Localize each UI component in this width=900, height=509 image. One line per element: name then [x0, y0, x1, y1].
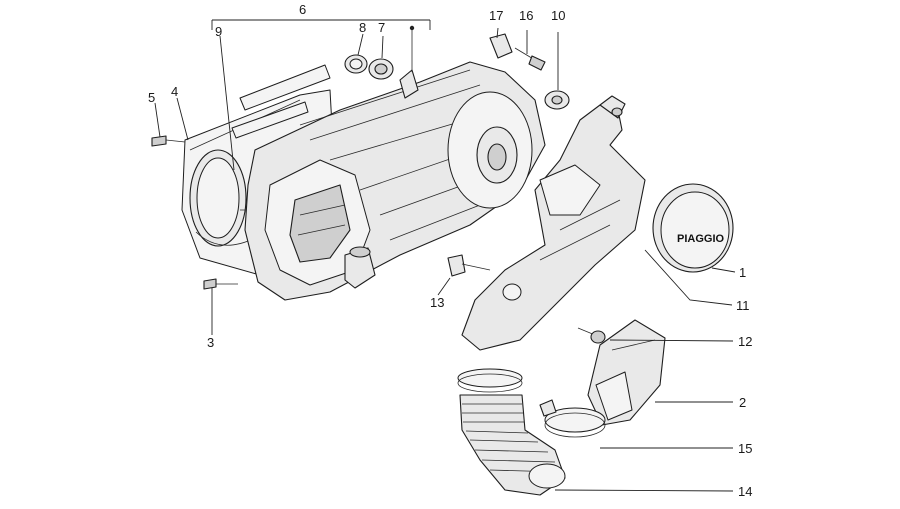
- callout-2: 2: [739, 395, 746, 410]
- hose-clamp-15: [544, 407, 606, 438]
- callout-12: 12: [738, 334, 752, 349]
- callout-11: 11: [736, 298, 750, 313]
- callout-9: 9: [215, 24, 222, 39]
- air-inlet-2: [587, 319, 666, 426]
- corrugated-hose-14: [459, 394, 566, 496]
- callout-4: 4: [171, 84, 178, 99]
- callouts: 6 9 8 7 17 16 10 5 4 3 13 1 11 12 2 15 1…: [148, 2, 752, 499]
- callout-5: 5: [148, 90, 155, 105]
- bracket-17: [489, 33, 513, 59]
- logo-cover-1: PIAGGIO: [652, 183, 734, 273]
- callout-1: 1: [739, 265, 746, 280]
- callout-14: 14: [738, 484, 752, 499]
- gasket-plate: [231, 64, 331, 139]
- transmission-housing: [244, 30, 546, 301]
- clip-13: [447, 254, 491, 277]
- air-duct-11: [461, 95, 646, 351]
- callout-17: 17: [489, 8, 503, 23]
- screw-3: [203, 278, 238, 290]
- callout-15: 15: [738, 441, 752, 456]
- clamp-clip: [539, 399, 557, 417]
- hose-clamp-upper: [457, 368, 523, 393]
- callout-6: 6: [299, 2, 306, 17]
- bearing-ring-7: [368, 58, 394, 80]
- piaggio-logo-text: PIAGGIO: [677, 233, 725, 245]
- washer-10: [544, 90, 570, 110]
- screw-16: [514, 47, 546, 71]
- callout-16: 16: [519, 8, 533, 23]
- callout-3: 3: [207, 335, 214, 350]
- seal-ring-8: [344, 54, 368, 74]
- callout-8: 8: [359, 20, 366, 35]
- callout-7: 7: [378, 20, 385, 35]
- callout-13: 13: [430, 295, 444, 310]
- screw-12: [577, 327, 606, 344]
- leader-lines: [154, 27, 736, 492]
- screw-5: [151, 135, 186, 147]
- group-bracket-6: [211, 19, 431, 31]
- callout-10: 10: [551, 8, 565, 23]
